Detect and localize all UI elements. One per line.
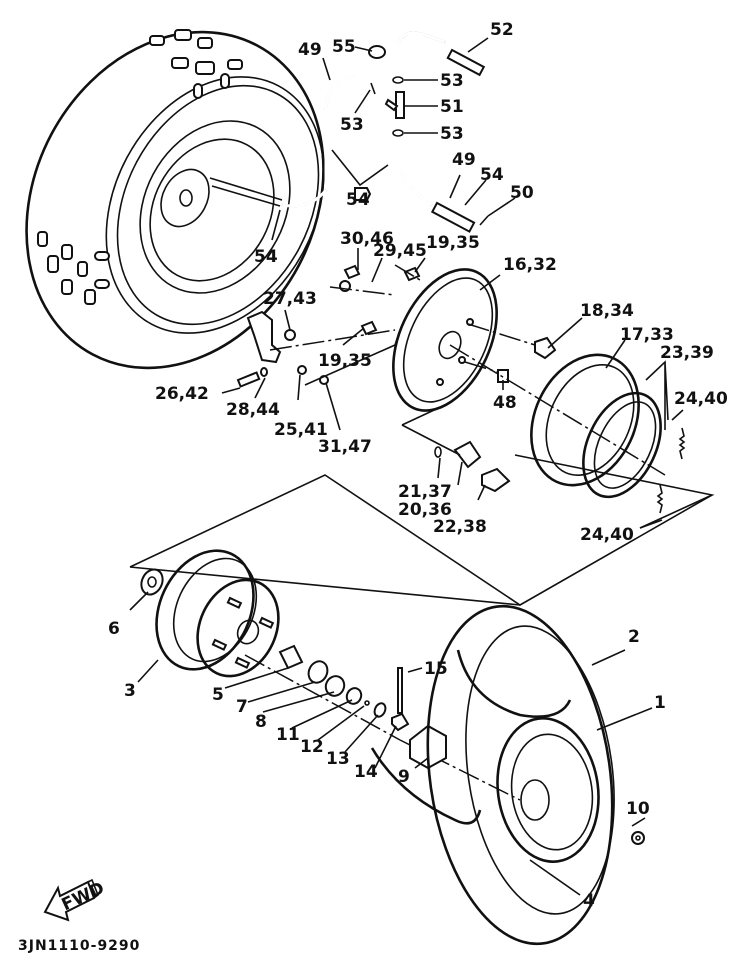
callout-2: 2 xyxy=(628,627,640,647)
brake-hoses xyxy=(281,31,489,233)
callout-12: 12 xyxy=(300,737,324,757)
callout-22-38: 22,38 xyxy=(433,517,487,537)
fwd-arrow: FWD xyxy=(43,878,107,922)
callout-16-32: 16,32 xyxy=(503,255,557,275)
callout-13: 13 xyxy=(326,749,350,769)
callout-4: 4 xyxy=(583,891,595,911)
callout-27-43: 27,43 xyxy=(263,289,317,309)
callout-10: 10 xyxy=(626,799,650,819)
callout-14: 14 xyxy=(354,762,378,782)
brake-backing-plate xyxy=(392,268,498,412)
upper-tire xyxy=(25,29,325,370)
callout-28-44: 28,44 xyxy=(226,400,280,420)
callout-55: 55 xyxy=(332,37,356,57)
callout-31-47: 31,47 xyxy=(318,437,372,457)
callout-54: 54 xyxy=(254,247,278,267)
callout-49: 49 xyxy=(298,40,322,60)
callout-53: 53 xyxy=(340,115,364,135)
callout-49: 49 xyxy=(452,150,476,170)
callout-20-36: 20,36 xyxy=(398,500,452,520)
callout-26-42: 26,42 xyxy=(155,384,209,404)
callout-54: 54 xyxy=(480,165,504,185)
callout-17-33: 17,33 xyxy=(620,325,674,345)
tread-blocks xyxy=(37,29,243,305)
callout-50: 50 xyxy=(510,183,534,203)
callout-11: 11 xyxy=(276,725,300,745)
callout-53: 53 xyxy=(440,124,464,144)
callout-1: 1 xyxy=(654,693,666,713)
callout-48: 48 xyxy=(493,393,517,413)
callout-15: 15 xyxy=(424,659,448,679)
callout-3: 3 xyxy=(124,681,136,701)
callout-29-45: 29,45 xyxy=(373,241,427,261)
callout-8: 8 xyxy=(255,712,267,732)
callout-19-35: 19,35 xyxy=(426,233,480,253)
brake-drum xyxy=(530,353,686,514)
callout-19-35: 19,35 xyxy=(318,351,372,371)
callout-54: 54 xyxy=(346,190,370,210)
callout-25-41: 25,41 xyxy=(274,420,328,440)
wheel-hub xyxy=(140,549,447,770)
callout-5: 5 xyxy=(212,685,224,705)
drawing-code: 3JN1110-9290 xyxy=(18,938,140,954)
callout-24-40: 24,40 xyxy=(580,525,634,545)
callout-23-39: 23,39 xyxy=(660,343,714,363)
callout-30-46: 30,46 xyxy=(340,229,394,249)
callout-53: 53 xyxy=(440,71,464,91)
callout-18-34: 18,34 xyxy=(580,301,634,321)
callout-51: 51 xyxy=(440,97,464,117)
callout-6: 6 xyxy=(108,619,120,639)
callout-24-40: 24,40 xyxy=(674,389,728,409)
callout-7: 7 xyxy=(236,697,248,717)
callout-labels: 52 55 49 53 51 53 53 49 54 54 50 54 30,4… xyxy=(108,20,728,911)
callout-52: 52 xyxy=(490,20,514,40)
callout-21-37: 21,37 xyxy=(398,482,452,502)
callout-9: 9 xyxy=(398,767,410,787)
leader-lines xyxy=(129,37,684,896)
lower-tire xyxy=(370,604,645,946)
